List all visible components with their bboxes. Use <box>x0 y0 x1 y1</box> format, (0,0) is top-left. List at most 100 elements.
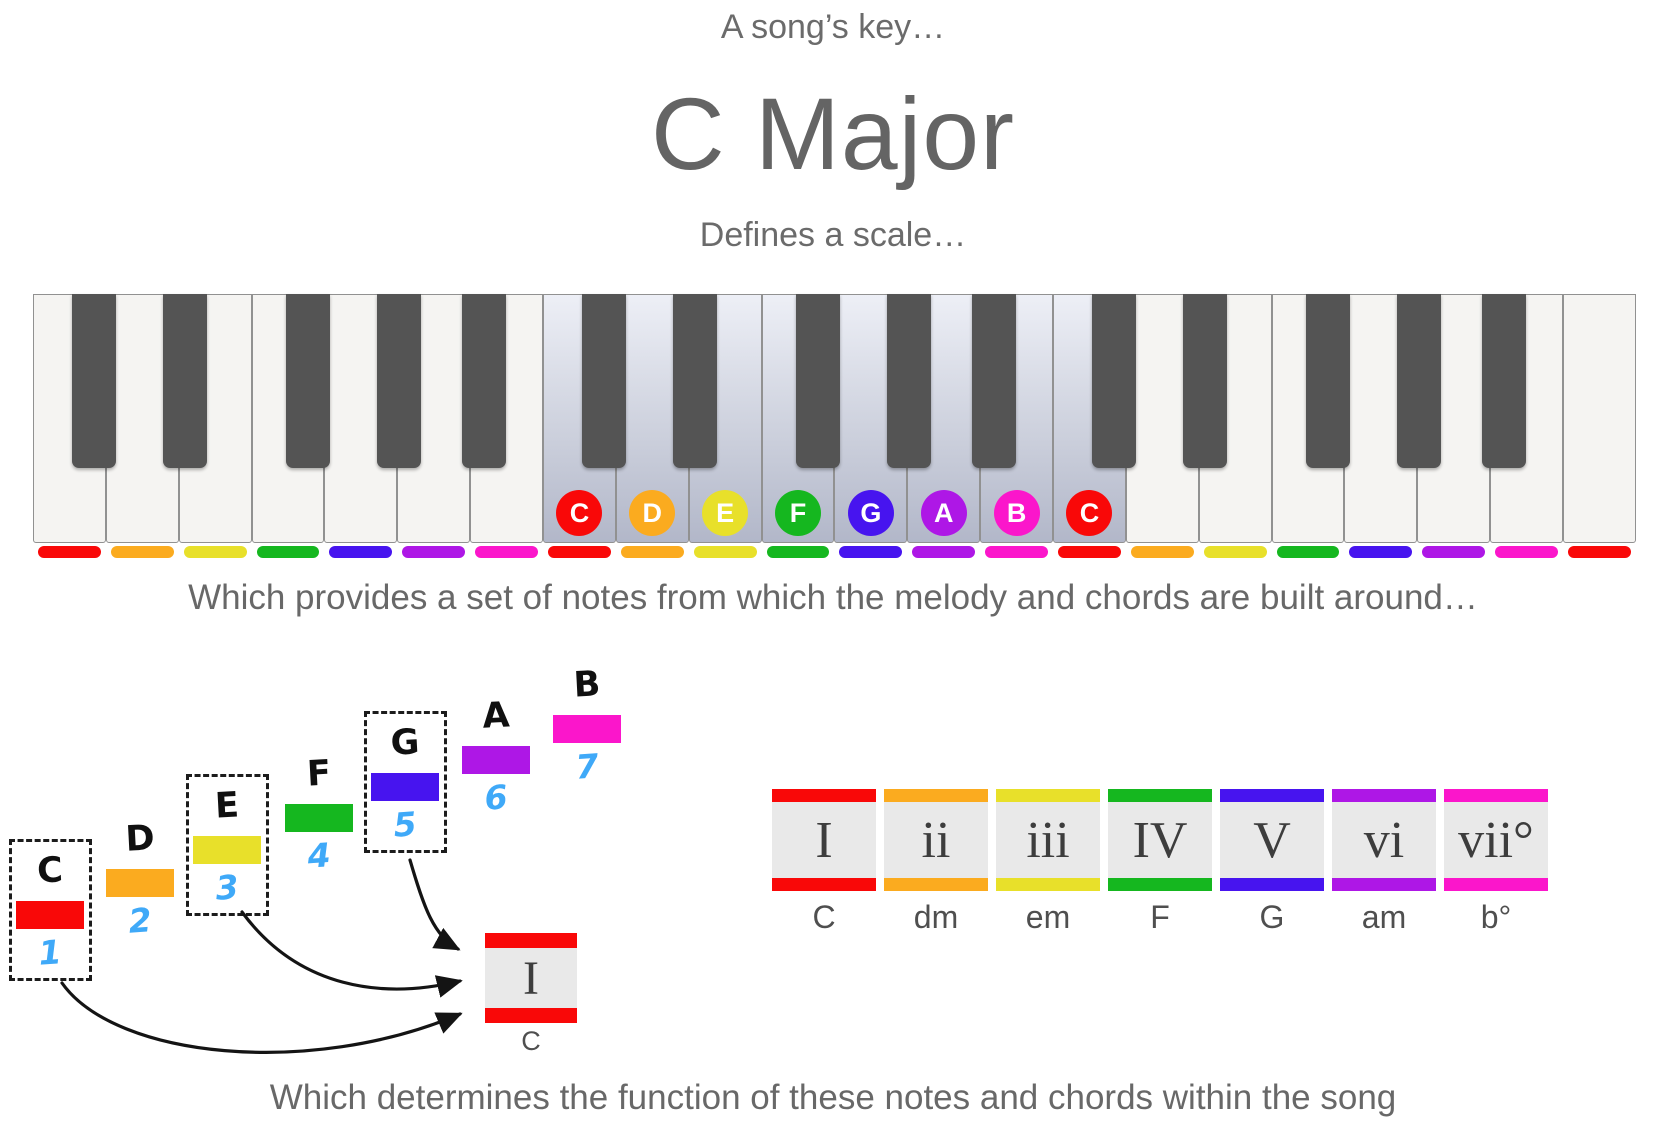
note-circle: C <box>556 490 603 536</box>
black-key <box>1396 294 1441 468</box>
scale-step-bar <box>553 715 621 743</box>
scale-step-letter: F <box>306 753 332 795</box>
chord-name: am <box>1361 899 1407 935</box>
chord-numeral: I <box>772 802 876 878</box>
tonic-chord-box: I <box>485 933 577 1023</box>
chord-bottom-color-bar <box>1220 878 1324 891</box>
scale-degree-number: 7 <box>574 746 600 787</box>
key-color-bar <box>1349 546 1413 558</box>
key-color-bar <box>1130 546 1194 558</box>
black-key <box>462 294 506 468</box>
caption-bottom: Which determines the function of these n… <box>269 1078 1397 1117</box>
chord-bottom-color-bar <box>1108 878 1212 891</box>
chord-bottom-color-bar <box>1332 878 1436 891</box>
arrow-from-5th <box>408 858 461 951</box>
chord-name: F <box>1150 899 1170 935</box>
key-color-bar <box>1568 546 1631 558</box>
chord-numeral: ii <box>884 802 988 878</box>
key-color-bar <box>548 546 611 558</box>
key-color-bar <box>1422 546 1486 558</box>
caption-middle: Which provides a set of notes from which… <box>188 578 1478 617</box>
subtitle-text: Defines a scale… <box>699 216 967 254</box>
note-circle: F <box>775 490 822 536</box>
chord-bottom-color-bar <box>772 878 876 891</box>
scale-degree-number: 3 <box>214 867 240 908</box>
tonic-roman-numeral: I <box>485 948 577 1008</box>
scale-degree-number: 6 <box>483 777 509 818</box>
scale-step-box <box>364 711 447 853</box>
tonic-top-color-bar <box>485 933 577 948</box>
scale-step-letter: A <box>481 695 511 737</box>
black-key <box>796 294 841 468</box>
black-key <box>672 294 717 468</box>
chord-top-color-bar <box>1108 789 1212 802</box>
key-color-bar <box>402 546 466 558</box>
chord-top-color-bar <box>1220 789 1324 802</box>
black-key <box>1182 294 1227 468</box>
chord-name: em <box>1025 899 1071 935</box>
scale-step-bar <box>371 773 439 801</box>
scale-degree-number: 4 <box>306 835 332 876</box>
scale-step-bar <box>106 869 174 897</box>
key-color-bar <box>766 546 830 558</box>
scale-step-bar <box>462 746 530 774</box>
key-color-bar <box>110 546 174 558</box>
key-color-bar <box>912 546 976 558</box>
black-key <box>886 294 931 468</box>
scale-step-bar <box>193 836 261 864</box>
chord-name: G <box>1259 899 1285 935</box>
black-key <box>1482 294 1527 468</box>
chord-cell: ii dm <box>884 789 988 936</box>
note-circle: B <box>993 490 1040 536</box>
black-key <box>286 294 330 468</box>
chord-cell: iii em <box>996 789 1100 936</box>
key-color-bar <box>183 546 247 558</box>
chord-top-color-bar <box>1444 789 1548 802</box>
chord-top-color-bar <box>884 789 988 802</box>
scale-step-bar <box>16 901 84 929</box>
chord-name: C <box>812 899 836 935</box>
chord-top-color-bar <box>996 789 1100 802</box>
key-color-bar <box>985 546 1049 558</box>
chord-bottom-color-bar <box>1444 878 1548 891</box>
scale-degree-number: 1 <box>37 932 63 973</box>
key-color-bar <box>620 546 684 558</box>
key-color-bar <box>1058 546 1121 558</box>
black-key <box>162 294 207 468</box>
black-key <box>972 294 1017 468</box>
white-key <box>1563 294 1636 543</box>
key-color-bar <box>1495 546 1559 558</box>
key-color-bar <box>1203 546 1267 558</box>
black-key <box>1091 294 1136 468</box>
black-key <box>1306 294 1351 468</box>
scale-step-letter: D <box>124 818 156 860</box>
page-title: C Major <box>650 77 1016 191</box>
chord-numeral: V <box>1220 802 1324 878</box>
chord-top-color-bar <box>1332 789 1436 802</box>
chord-name: b° <box>1480 899 1512 935</box>
chord-numeral: IV <box>1108 802 1212 878</box>
chord-numeral: vii° <box>1444 802 1548 878</box>
note-circle: E <box>702 490 749 536</box>
note-circle: A <box>920 490 967 536</box>
scale-step-letter: C <box>36 850 64 892</box>
scale-step-bar <box>285 804 353 832</box>
chord-cell: vi am <box>1332 789 1436 936</box>
key-color-bar <box>38 546 101 558</box>
chord-numeral: vi <box>1332 802 1436 878</box>
chord-cell: vii° b° <box>1444 789 1548 936</box>
key-color-bar <box>839 546 903 558</box>
tonic-bottom-color-bar <box>485 1008 577 1023</box>
key-color-bar <box>1276 546 1340 558</box>
arrow-from-3rd <box>240 910 463 998</box>
chord-numeral: iii <box>996 802 1100 878</box>
tonic-chord-name: C <box>521 1026 541 1056</box>
scale-step-letter: E <box>214 785 240 827</box>
key-color-bar <box>693 546 757 558</box>
chord-cell: IV F <box>1108 789 1212 936</box>
chord-top-color-bar <box>772 789 876 802</box>
key-color-bar <box>256 546 320 558</box>
chord-name: dm <box>913 899 959 935</box>
